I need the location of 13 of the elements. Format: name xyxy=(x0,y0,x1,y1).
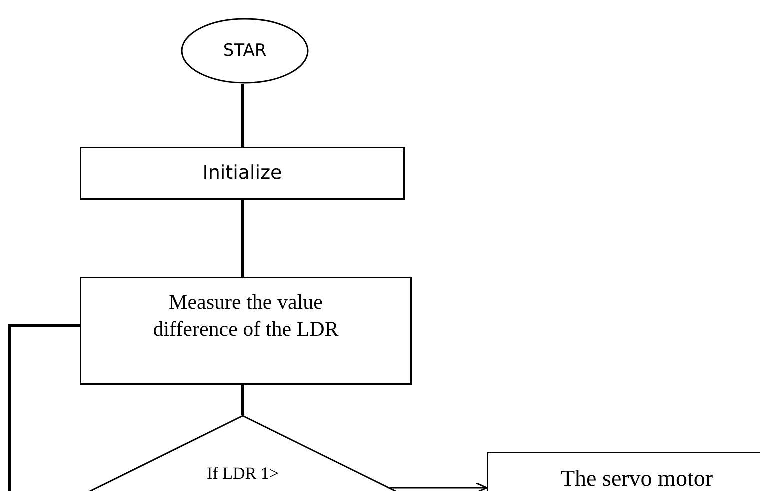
node-text: The servo motor xyxy=(560,465,713,491)
node-text: STAR xyxy=(223,40,267,62)
connector-line xyxy=(242,385,244,415)
node-text: Measure the value difference of the LDR xyxy=(152,288,340,343)
start-ellipse xyxy=(181,18,309,84)
connector-line xyxy=(242,84,244,147)
node-text: Initialize xyxy=(202,161,282,186)
node-text: If LDR 1> xyxy=(207,463,279,485)
process-box xyxy=(80,277,412,385)
connector-line xyxy=(8,324,80,491)
arrow xyxy=(390,482,488,491)
connector-line xyxy=(242,200,244,277)
process-box xyxy=(80,147,405,200)
